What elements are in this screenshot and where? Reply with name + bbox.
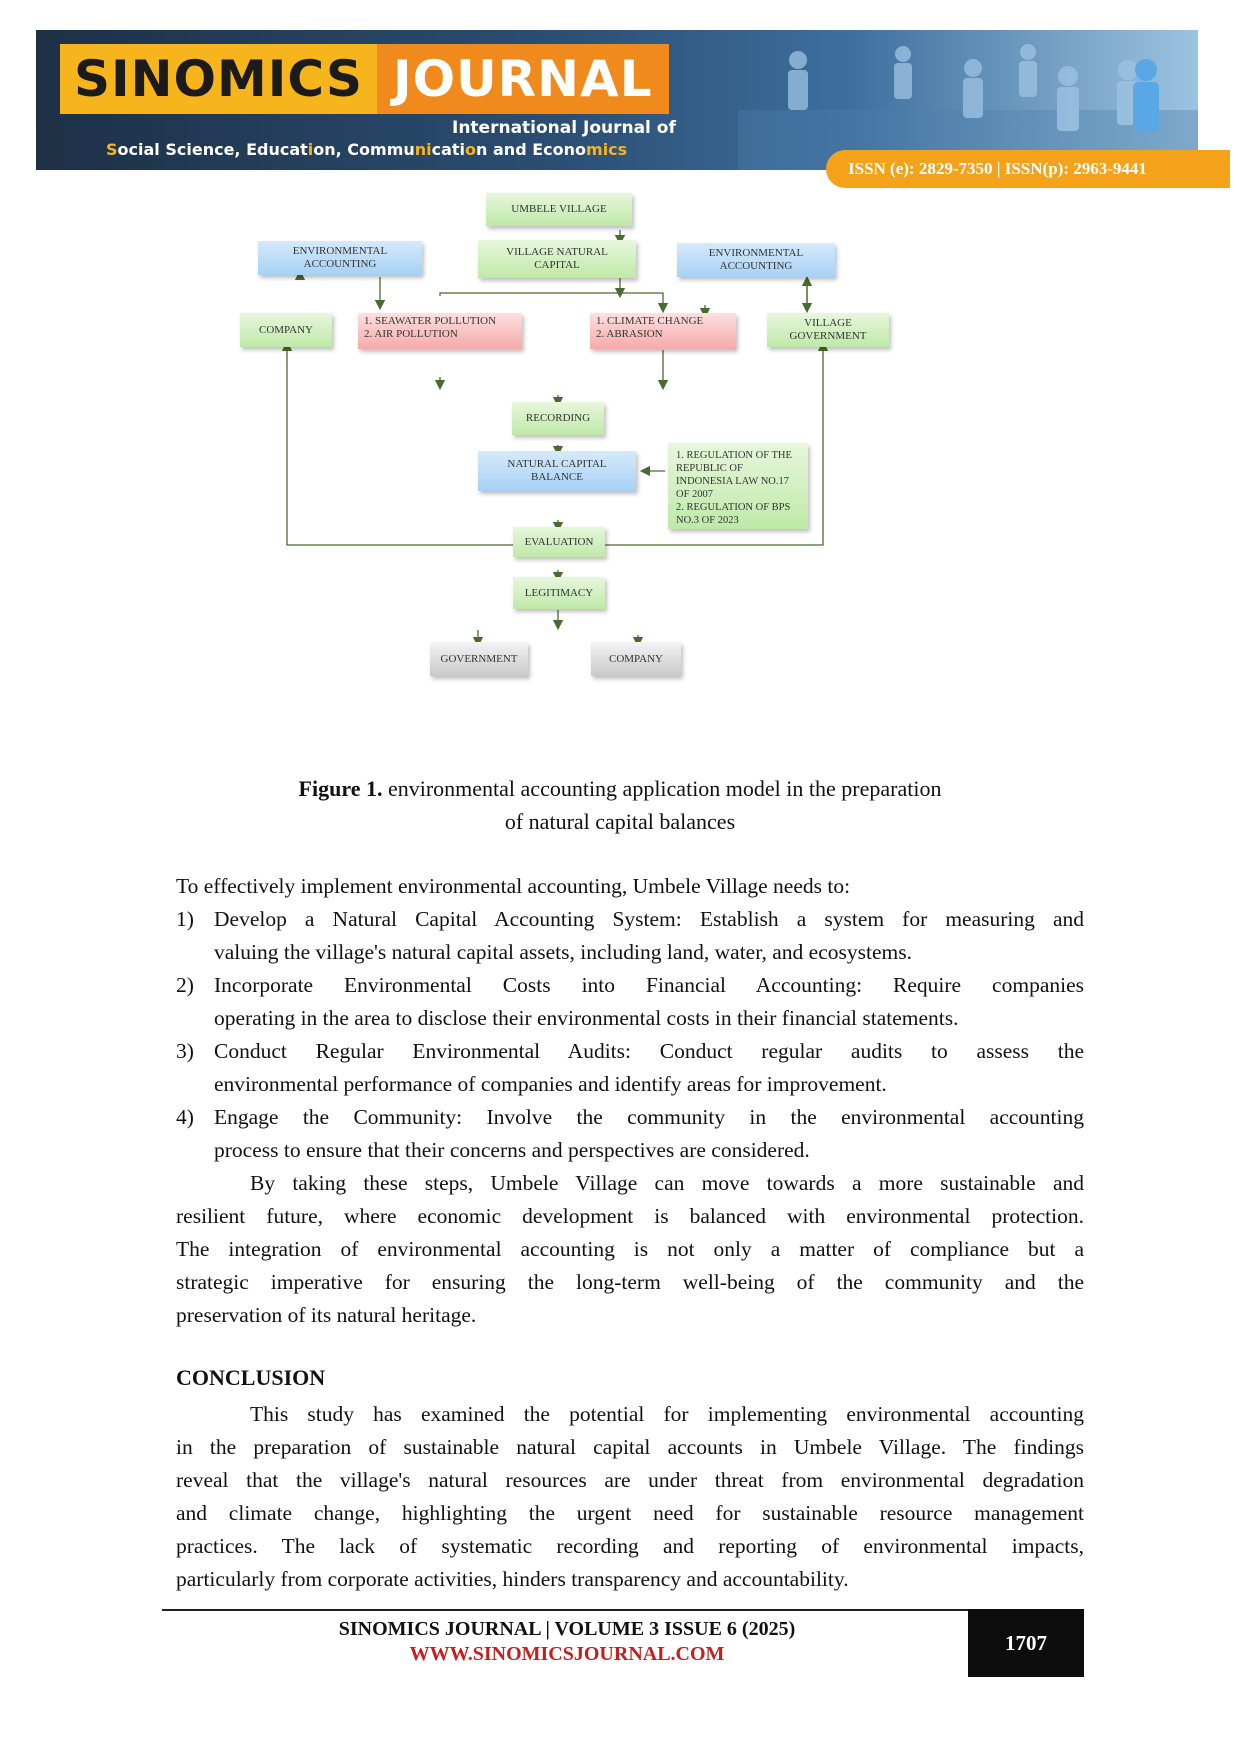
figure-caption: Figure 1. environmental accounting appli… bbox=[0, 772, 1240, 838]
list-number: 4) bbox=[176, 1105, 194, 1129]
diagram-connectors bbox=[281, 230, 829, 648]
footer-journal-info: SINOMICS JOURNAL | VOLUME 3 ISSUE 6 (202… bbox=[338, 1618, 796, 1640]
journal-banner: SINOMICS JOURNAL International Journal o… bbox=[36, 30, 1198, 170]
pollution-box: 1. SEAWATER POLLUTION 2. AIR POLLUTION bbox=[358, 313, 522, 349]
issn-badge: ISSN (e): 2829-7350 | ISSN(p): 2963-9441 bbox=[826, 150, 1230, 188]
paragraph-line: resilient future, where economic develop… bbox=[176, 1204, 1084, 1228]
caption-text-line2: of natural capital balances bbox=[504, 809, 736, 834]
legitimacy-box: LEGITIMACY bbox=[513, 577, 605, 609]
list-number: 1) bbox=[176, 907, 194, 931]
page-number: 1707 bbox=[968, 1609, 1084, 1677]
climate-item: 2. ABRASION bbox=[596, 328, 663, 340]
list-line: Conduct Regular Environmental Audits: Co… bbox=[214, 1039, 1084, 1063]
journal-subtitle-line2: Social Science, Education, Communication… bbox=[106, 140, 628, 159]
paragraph-line: and climate change, highlighting the urg… bbox=[176, 1501, 1084, 1525]
umbele-village-box: UMBELE VILLAGE bbox=[486, 193, 632, 226]
list-item: 3) Conduct Regular Environmental Audits:… bbox=[176, 1035, 1084, 1101]
journal-subtitle-line1: International Journal of bbox=[452, 118, 676, 138]
paragraph-line: reveal that the village's natural resour… bbox=[176, 1468, 1084, 1492]
list-line: process to ensure that their concerns an… bbox=[214, 1138, 810, 1162]
footer-url-link[interactable]: WWW.SINOMICSJOURNAL.COM bbox=[409, 1643, 725, 1665]
list-line: Incorporate Environmental Costs into Fin… bbox=[214, 973, 1084, 997]
figure-diagram: UMBELE VILLAGE VILLAGE NATURAL CAPITAL E… bbox=[240, 193, 1000, 760]
conclusion-paragraph: This study has examined the potential fo… bbox=[176, 1398, 1084, 1596]
body-paragraph: By taking these steps, Umbele Village ca… bbox=[176, 1167, 1084, 1332]
paragraph-line: practices. The lack of systematic record… bbox=[176, 1534, 1084, 1558]
climate-box: 1. CLIMATE CHANGE 2. ABRASION bbox=[590, 313, 736, 349]
list-line: Develop a Natural Capital Accounting Sys… bbox=[214, 907, 1084, 931]
village-natural-capital-box: VILLAGE NATURAL CAPITAL bbox=[478, 240, 636, 278]
list-line: operating in the area to disclose their … bbox=[214, 1006, 959, 1030]
environmental-accounting-right-box: ENVIRONMENTAL ACCOUNTING bbox=[677, 243, 835, 277]
list-line: environmental performance of companies a… bbox=[214, 1072, 887, 1096]
list-item: 1) Develop a Natural Capital Accounting … bbox=[176, 903, 1084, 969]
environmental-accounting-left-box: ENVIRONMENTAL ACCOUNTING bbox=[258, 241, 422, 275]
regulation-box: 1. REGULATION OF THE REPUBLIC OF INDONES… bbox=[668, 443, 808, 529]
list-item: 4) Engage the Community: Involve the com… bbox=[176, 1101, 1084, 1167]
company-left-box: COMPANY bbox=[240, 313, 332, 347]
government-box: GOVERNMENT bbox=[430, 642, 528, 676]
journal-logo: SINOMICS JOURNAL bbox=[60, 44, 669, 114]
people-network-illustration bbox=[738, 44, 1198, 170]
paragraph-line: in the preparation of sustainable natura… bbox=[176, 1435, 1084, 1459]
logo-word-journal: JOURNAL bbox=[376, 44, 669, 114]
paragraph-line: particularly from corporate activities, … bbox=[176, 1567, 849, 1591]
list-line: valuing the village's natural capital as… bbox=[214, 940, 912, 964]
list-number: 3) bbox=[176, 1039, 194, 1063]
list-number: 2) bbox=[176, 973, 194, 997]
climate-item: 1. CLIMATE CHANGE bbox=[596, 315, 704, 327]
paragraph-line: This study has examined the potential fo… bbox=[250, 1402, 1084, 1426]
figure-label: Figure 1. bbox=[298, 776, 383, 801]
conclusion-heading: CONCLUSION bbox=[176, 1365, 326, 1390]
list-item: 2) Incorporate Environmental Costs into … bbox=[176, 969, 1084, 1035]
list-line: Engage the Community: Involve the commun… bbox=[214, 1105, 1084, 1129]
paragraph-line: The integration of environmental account… bbox=[176, 1237, 1084, 1261]
regulation-item: 1. REGULATION OF THE REPUBLIC OF INDONES… bbox=[676, 450, 792, 500]
footer-divider bbox=[162, 1609, 972, 1611]
pollution-item: 2. AIR POLLUTION bbox=[364, 328, 458, 340]
recording-box: RECORDING bbox=[512, 402, 604, 435]
logo-word-sinomics: SINOMICS bbox=[60, 44, 377, 114]
paragraph-line: strategic imperative for ensuring the lo… bbox=[176, 1270, 1084, 1294]
company-bottom-box: COMPANY bbox=[591, 642, 681, 676]
evaluation-box: EVALUATION bbox=[513, 527, 605, 557]
paragraph-line: preservation of its natural heritage. bbox=[176, 1303, 477, 1327]
caption-text-line1: environmental accounting application mod… bbox=[382, 776, 942, 801]
natural-capital-balance-box: NATURAL CAPITAL BALANCE bbox=[478, 451, 636, 491]
intro-text: To effectively implement environmental a… bbox=[176, 874, 851, 898]
pollution-item: 1. SEAWATER POLLUTION bbox=[364, 315, 497, 327]
regulation-item: 2. REGULATION OF BPS NO.3 OF 2023 bbox=[676, 502, 791, 526]
paragraph-line: By taking these steps, Umbele Village ca… bbox=[250, 1171, 1084, 1195]
village-government-box: VILLAGE GOVERNMENT bbox=[767, 313, 889, 347]
